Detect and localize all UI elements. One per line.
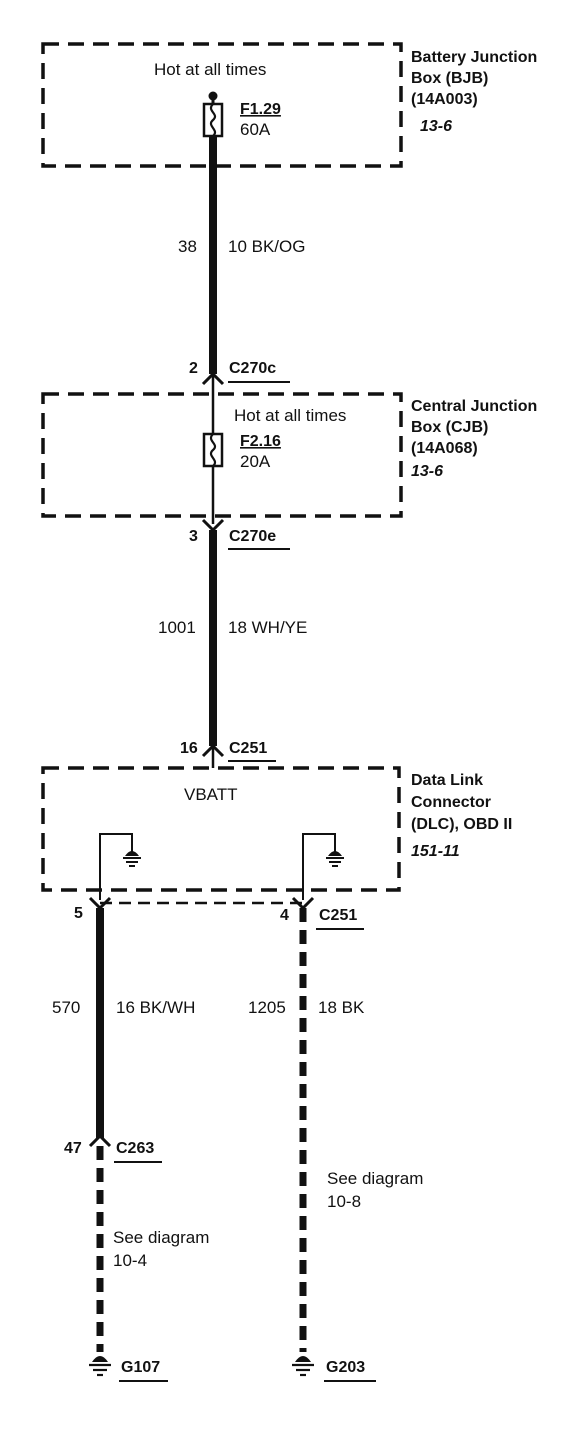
pin-4-number: 4 <box>280 907 289 924</box>
bjb-title-line-2: Box (BJB) <box>411 70 488 87</box>
dlc-right-ground-icon <box>326 851 344 867</box>
see-left-line-1: See diagram <box>113 1228 209 1247</box>
g203-ground-icon <box>292 1356 314 1377</box>
wire-bk-og-spec: 10 BK/OG <box>228 237 305 256</box>
ground-g203: G203 <box>292 1356 376 1382</box>
c263-pin-symbol <box>88 1133 112 1148</box>
dlc-dashed-box <box>41 766 401 892</box>
ground-g107: G107 <box>89 1356 168 1382</box>
cjb-fuse-rating: 20A <box>240 452 271 471</box>
connector-c270e: 3 C270e <box>189 518 290 550</box>
g107-ground-icon <box>89 1356 111 1377</box>
dlc-title-line-3: (DLC), OBD II <box>411 816 512 833</box>
dlc-left-ground-lead <box>99 833 133 900</box>
wire-bk-circuit: 1205 <box>248 998 286 1017</box>
bjb-fuse-rating: 60A <box>240 120 271 139</box>
cjb-hot-label: Hot at all times <box>234 406 346 425</box>
pin-5-number: 5 <box>74 905 83 922</box>
bjb-dashed-box <box>41 42 403 168</box>
wire-wh-ye-circuit: 1001 <box>158 618 196 637</box>
wire-bk-wh-spec: 16 BK/WH <box>116 998 195 1017</box>
bjb-fuse-icon <box>202 102 224 138</box>
wire-wh-ye-spec: 18 WH/YE <box>228 618 307 637</box>
bjb-title-line-3: (14A003) <box>411 91 478 108</box>
bjb-hot-label: Hot at all times <box>154 60 266 79</box>
connector-c270c: 2 C270c <box>189 360 290 386</box>
connector-c251-top: 16 C251 <box>180 740 276 768</box>
dlc-title-line-2: Connector <box>411 794 491 811</box>
cjb-fuse-id: F2.16 <box>240 433 281 450</box>
see-left-line-2: 10-4 <box>113 1251 147 1270</box>
c270c-name: C270c <box>229 360 276 377</box>
c251-bottom-name: C251 <box>319 907 357 924</box>
dlc-left-ground-icon <box>123 851 141 867</box>
c270e-name: C270e <box>229 528 276 545</box>
see-right-line-1: See diagram <box>327 1169 423 1188</box>
cjb-title-line-2: Box (CJB) <box>411 419 488 436</box>
battery-junction-box: Hot at all times F1.29 60A Battery Junct… <box>41 42 537 168</box>
bjb-ref: 13-6 <box>420 118 452 135</box>
dlc-ref: 151-11 <box>411 843 460 860</box>
cjb-title-line-1: Central Junction <box>411 398 537 415</box>
connector-c263: 47 C263 <box>64 1133 162 1163</box>
wire-bk-wh-circuit: 570 <box>52 998 80 1017</box>
central-junction-box: Hot at all times F2.16 20A Central Junct… <box>41 374 537 524</box>
dlc-right-ground-lead <box>302 833 336 900</box>
c251-top-pin-number: 16 <box>180 740 198 757</box>
c270e-pin-number: 3 <box>189 528 198 545</box>
wire-bk-og-circuit: 38 <box>178 237 197 256</box>
cjb-title-line-3: (14A068) <box>411 440 478 457</box>
g107-name: G107 <box>121 1359 160 1376</box>
wire-bk-spec: 18 BK <box>318 998 365 1017</box>
cjb-ref: 13-6 <box>411 463 443 480</box>
dlc-title-line-1: Data Link <box>411 772 483 789</box>
c251-top-name: C251 <box>229 740 267 757</box>
see-right-line-2: 10-8 <box>327 1192 361 1211</box>
data-link-connector: VBATT Data Link Connector (DLC), OBD II … <box>41 766 512 900</box>
bjb-title-line-1: Battery Junction <box>411 49 537 66</box>
connector-c251-pin-5: 5 <box>74 896 112 922</box>
c263-pin-number: 47 <box>64 1140 82 1157</box>
c270c-pin-number: 2 <box>189 360 198 377</box>
cjb-fuse-icon <box>202 432 224 468</box>
c263-name: C263 <box>116 1140 154 1157</box>
cjb-dashed-box <box>41 392 403 518</box>
g203-name: G203 <box>326 1359 365 1376</box>
dlc-vbatt-label: VBATT <box>184 785 238 804</box>
bjb-fuse-id: F1.29 <box>240 101 281 118</box>
